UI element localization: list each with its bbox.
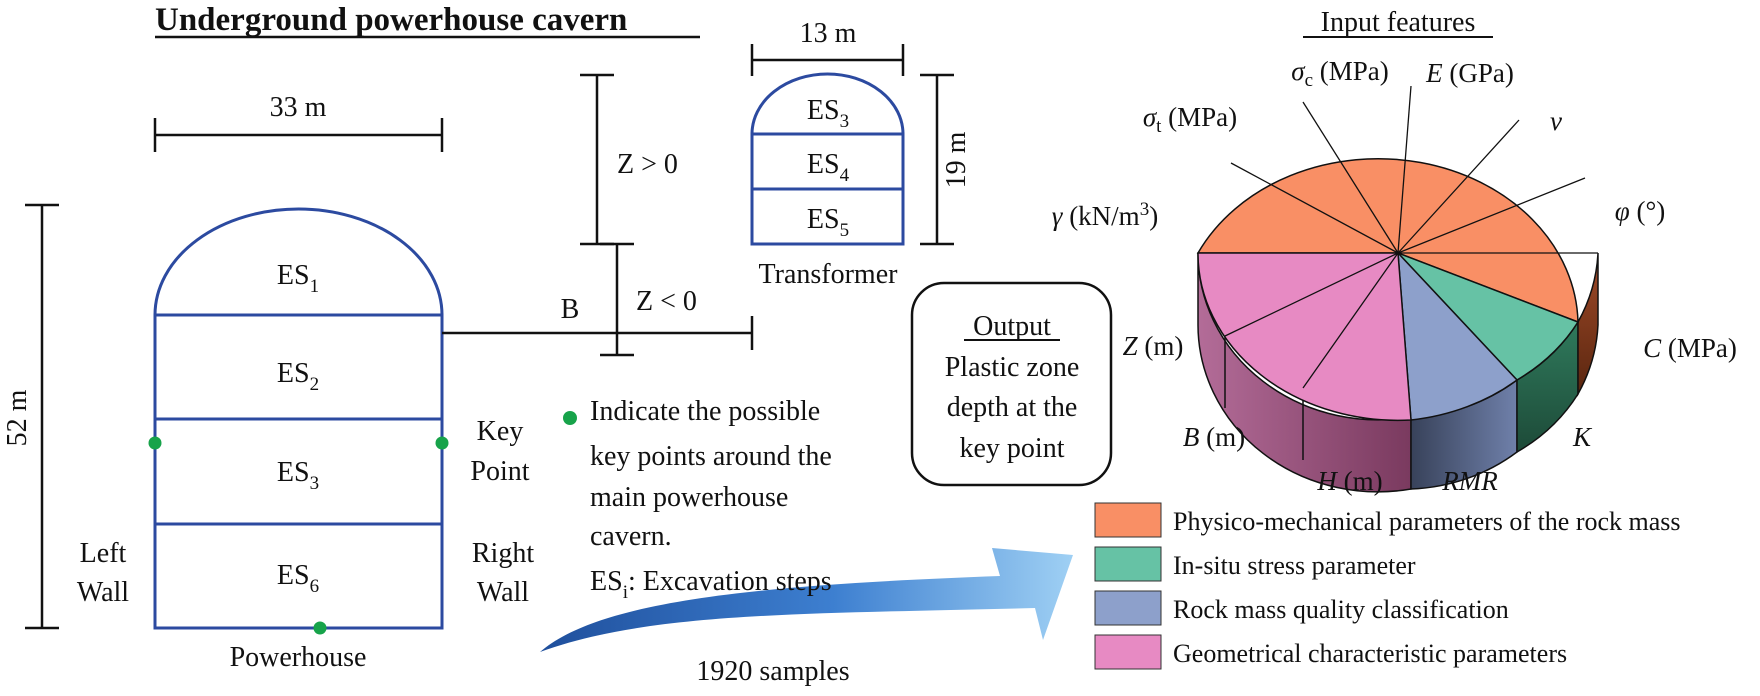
powerhouse-height-label: 52 m (2, 389, 33, 446)
legend-swatch-insitu (1094, 546, 1162, 582)
transformer-name: Transformer (759, 259, 899, 290)
z-positive-label: Z > 0 (617, 149, 678, 180)
transformer-outline (750, 72, 905, 246)
output-box (910, 281, 1113, 487)
key-point-left-wall (148, 436, 162, 450)
key-point-floor (313, 621, 327, 635)
label-K: K (1572, 422, 1593, 452)
powerhouse-width-label: 33 m (270, 92, 327, 123)
pie-chart (1196, 85, 1599, 493)
powerhouse-name: Powerhouse (230, 642, 367, 673)
key-point-right-wall (435, 436, 449, 450)
label-sigma-t: σt (MPa) (1143, 102, 1237, 137)
pie-slice-geom (1197, 252, 1412, 422)
key-point-legend-dot (563, 411, 577, 425)
left-title: Underground powerhouse cavern (155, 2, 627, 38)
note-line-4: cavern. (590, 521, 672, 552)
transformer-height-dimension (920, 73, 954, 246)
right-wall-label-2: Wall (477, 577, 529, 608)
pie-slice-rmr (1397, 250, 1519, 421)
pie-slice-physico (1196, 157, 1579, 324)
legend-swatch-rmr (1094, 590, 1162, 626)
legend: Physico-mechanical parameters of the roc… (1094, 502, 1681, 670)
label-B: B (m) (1183, 422, 1245, 452)
label-gamma: γ (kN/m3) (1052, 199, 1158, 231)
key-point-label-1: Key (477, 416, 524, 447)
output-line-3: key point (960, 433, 1065, 464)
label-sigma-c: σc (MPa) (1291, 56, 1389, 91)
powerhouse-width-dimension (153, 118, 444, 152)
label-Z: Z (m) (1123, 331, 1184, 361)
legend-swatch-geom (1094, 634, 1162, 670)
samples-label: 1920 samples (696, 656, 849, 687)
output-title: Output (973, 311, 1051, 342)
label-nu: v (1550, 106, 1562, 136)
powerhouse-height-dimension (25, 203, 59, 630)
note-es-line: ESi: Excavation steps (590, 566, 832, 603)
samples-arrow (540, 548, 1073, 652)
right-wall-label-1: Right (472, 538, 534, 569)
note-line-3: main powerhouse (590, 482, 788, 513)
left-wall-label-2: Wall (77, 577, 129, 608)
label-RMR: RMR (1441, 466, 1498, 496)
transformer-width-dimension (750, 44, 905, 76)
transformer-step-es3: ES3 (807, 95, 849, 132)
pie-side-orange (1577, 252, 1599, 397)
powerhouse-step-es1: ES1 (277, 260, 319, 297)
label-E: E (GPa) (1425, 58, 1514, 88)
note-line-1: Indicate the possible (590, 396, 820, 427)
label-phi: φ (°) (1615, 196, 1665, 226)
legend-label-physico: Physico-mechanical parameters of the roc… (1173, 507, 1681, 536)
z-negative-label: Z < 0 (636, 286, 697, 317)
left-wall-label-1: Left (80, 538, 127, 569)
legend-label-insitu: In-situ stress parameter (1173, 551, 1416, 580)
label-H: H (m) (1316, 466, 1382, 496)
output-line-2: depth at the (947, 392, 1078, 423)
powerhouse-step-es2: ES2 (277, 358, 319, 395)
legend-label-rmr: Rock mass quality classification (1173, 595, 1509, 624)
transformer-width-label: 13 m (800, 18, 857, 49)
label-C: C (MPa) (1643, 333, 1737, 363)
transformer-step-es5: ES5 (807, 204, 849, 241)
legend-label-geom: Geometrical characteristic parameters (1173, 639, 1567, 668)
transformer-step-es4: ES4 (807, 149, 850, 186)
powerhouse-step-es3: ES3 (277, 457, 319, 494)
spacing-b-label: B (561, 294, 580, 325)
legend-swatch-physico (1094, 502, 1162, 538)
transformer-height-label: 19 m (941, 131, 972, 188)
spacing-dimensions (442, 73, 754, 357)
key-point-label-2: Point (470, 456, 529, 487)
powerhouse-step-es6: ES6 (277, 560, 319, 597)
note-line-2: key points around the (590, 441, 832, 472)
output-line-1: Plastic zone (945, 352, 1080, 383)
powerhouse-outline (153, 207, 444, 630)
input-title: Input features (1321, 7, 1476, 38)
